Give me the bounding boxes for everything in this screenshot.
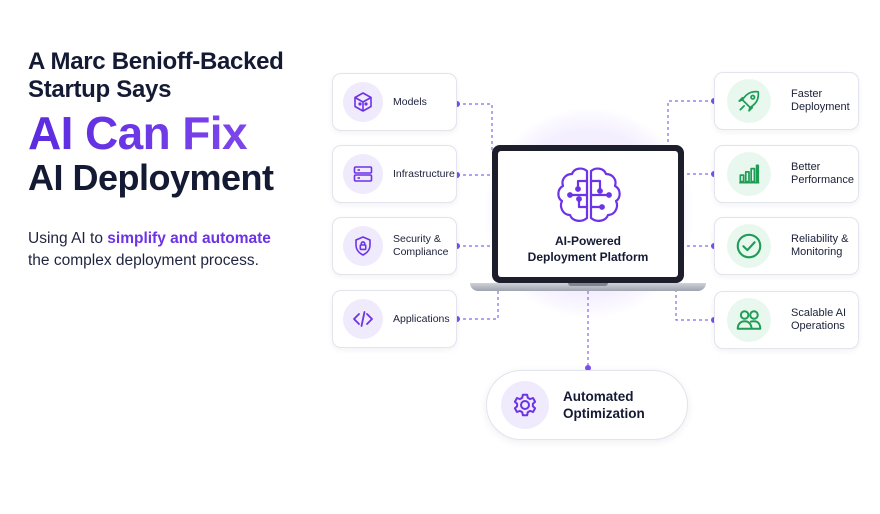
card-scalable: Scalable AI Operations	[714, 291, 859, 349]
card-security-line2: Compliance	[393, 246, 449, 258]
laptop-screen: AI-Powered Deployment Platform	[492, 145, 684, 283]
card-reliability-line1: Reliability &	[791, 233, 849, 245]
card-security-line1: Security &	[393, 233, 441, 245]
code-icon	[343, 299, 383, 339]
laptop-base	[470, 283, 706, 291]
cube-icon	[343, 82, 383, 122]
headline-line1: A Marc Benioff-Backed	[28, 48, 284, 75]
dot-optimization	[585, 365, 591, 371]
card-optimization-line1: Automated	[563, 389, 634, 404]
tagline-highlight: simplify and automate	[107, 230, 271, 247]
card-faster-deployment: Faster Deployment	[714, 72, 859, 130]
card-faster-deployment-label: Faster Deployment	[791, 88, 850, 114]
connector-scalable	[675, 291, 714, 321]
tagline-after: the complex deployment process.	[28, 252, 259, 269]
card-models: Models	[332, 73, 457, 131]
card-models-label: Models	[393, 96, 427, 109]
card-infrastructure: Infrastructure	[332, 145, 457, 203]
card-faster-line2: Deployment	[791, 101, 850, 113]
card-reliability-label: Reliability & Monitoring	[791, 233, 848, 259]
card-applications-label: Applications	[393, 313, 450, 326]
card-scalable-label: Scalable AI Operations	[791, 307, 846, 333]
card-better-performance: Better Performance	[714, 145, 859, 203]
laptop-notch	[568, 283, 608, 286]
headline-line3: AI Deployment	[28, 157, 274, 198]
tagline: Using AI to simplify and automate the co…	[28, 228, 328, 272]
gear-icon	[501, 381, 549, 429]
check-circle-icon	[727, 224, 771, 268]
tagline-before: Using AI to	[28, 230, 108, 247]
card-reliability-line2: Monitoring	[791, 246, 843, 258]
card-scalable-line1: Scalable AI	[791, 307, 847, 319]
card-better-performance-label: Better Performance	[791, 161, 854, 187]
card-security-label: Security & Compliance	[393, 233, 448, 259]
card-faster-line1: Faster	[791, 88, 823, 100]
card-automated-optimization: Automated Optimization	[486, 370, 688, 440]
card-infrastructure-line1: Infrastructure	[393, 167, 455, 180]
users-icon	[727, 298, 771, 342]
connector-models	[457, 103, 493, 152]
server-icon	[343, 154, 383, 194]
card-security: Security & Compliance	[332, 217, 457, 275]
card-better-line2: Performance	[791, 174, 854, 186]
platform-title-line2: Deployment Platform	[527, 250, 649, 264]
bar-chart-icon	[727, 152, 771, 196]
card-optimization-line2: Optimization	[563, 406, 645, 421]
platform-title: AI-Powered Deployment Platform	[498, 233, 678, 265]
headline-accent: AI Can Fix	[28, 108, 328, 158]
card-applications-line1: Applications	[393, 312, 450, 325]
platform-title-line1: AI-Powered	[554, 234, 621, 248]
card-infrastructure-label: Infrastructure	[393, 168, 455, 181]
card-models-line1: Models	[393, 95, 427, 108]
rocket-icon	[727, 79, 771, 123]
card-reliability: Reliability & Monitoring	[714, 217, 859, 275]
shield-lock-icon	[343, 226, 383, 266]
laptop-display: AI-Powered Deployment Platform	[498, 151, 678, 277]
card-applications: Applications	[332, 290, 457, 348]
connector-faster	[667, 100, 714, 145]
card-automated-optimization-label: Automated Optimization	[563, 388, 645, 422]
headline: A Marc Benioff-Backed Startup Says AI Ca…	[28, 48, 328, 198]
brain-circuit-icon	[557, 167, 621, 222]
card-scalable-line2: Operations	[791, 320, 845, 332]
connector-applications	[457, 283, 499, 320]
headline-line2: Startup Says	[28, 76, 172, 103]
card-better-line1: Better	[791, 161, 821, 173]
